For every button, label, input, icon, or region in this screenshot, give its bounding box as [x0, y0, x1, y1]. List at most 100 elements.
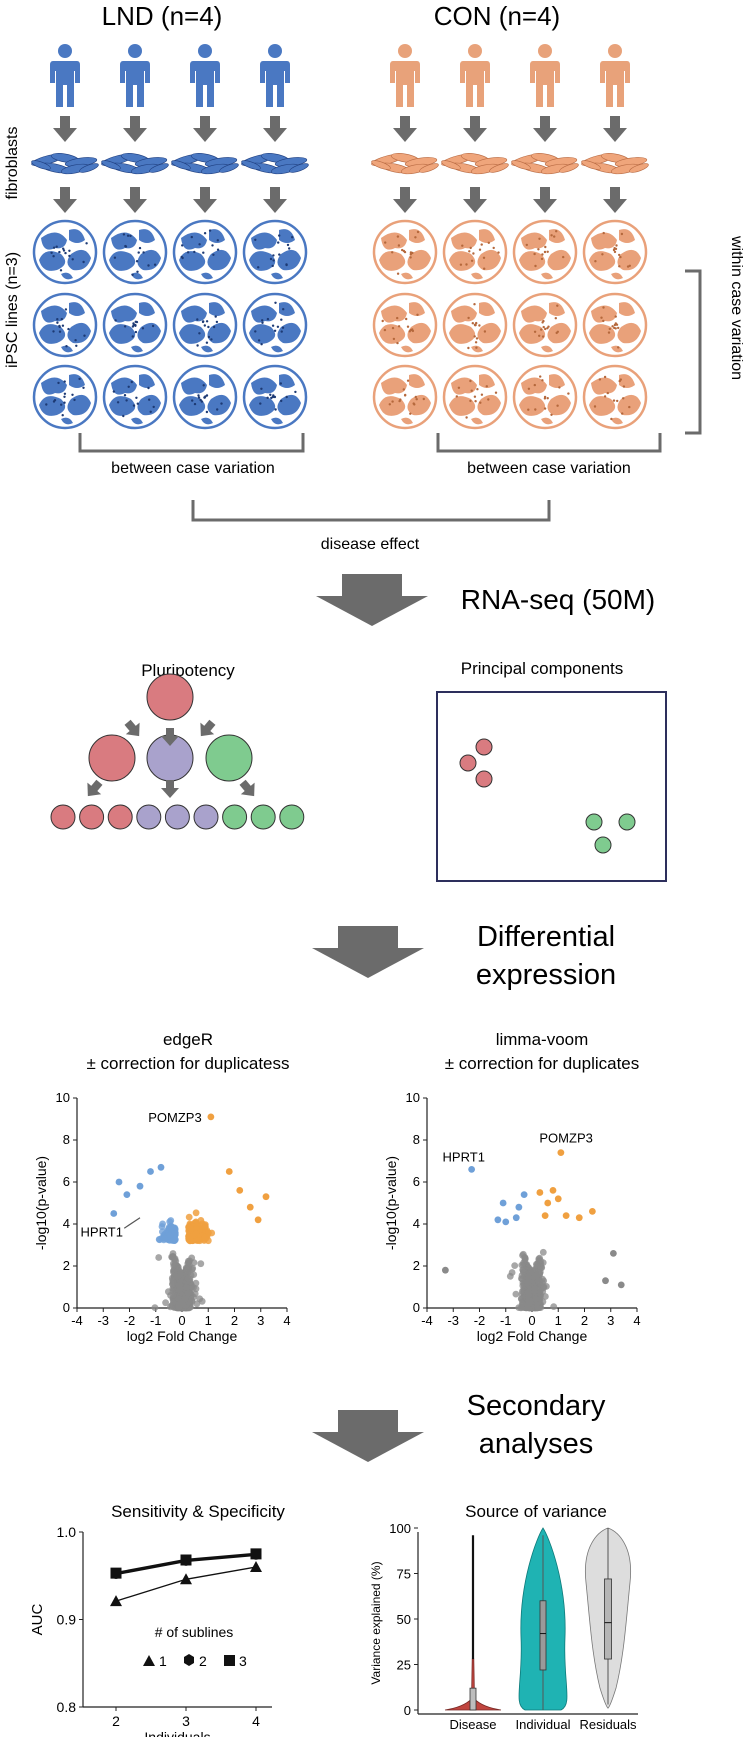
colony-nucleus: [617, 346, 620, 349]
colony-blob: [541, 272, 553, 280]
colony-nucleus: [384, 241, 387, 244]
colony-blob: [109, 251, 136, 271]
colony-nucleus: [281, 326, 285, 329]
colony-nucleus: [186, 251, 190, 254]
colony-blob: [279, 229, 295, 243]
colony-nucleus: [52, 330, 55, 333]
fibroblast-icon: [31, 153, 99, 175]
colony-nucleus: [457, 386, 461, 389]
colony-blob: [401, 345, 413, 353]
y-tick-label: 1.0: [57, 1524, 77, 1540]
colony-nucleus: [396, 341, 399, 345]
down-gene-point: [515, 1203, 523, 1211]
colony-blob: [139, 374, 155, 388]
colony-nucleus: [261, 319, 264, 322]
colony-nucleus: [397, 325, 401, 328]
colony-nucleus: [133, 323, 137, 327]
colony-blob: [541, 417, 553, 425]
y-tick-label: 0.8: [57, 1699, 77, 1715]
colony-nucleus: [279, 382, 282, 385]
ipsc-colony: [512, 219, 578, 285]
colony-blob: [279, 374, 295, 388]
colony-nucleus: [271, 264, 274, 268]
pluripotency-title: Pluripotency: [141, 661, 235, 680]
colony-nucleus: [406, 325, 410, 328]
colony-nucleus: [409, 328, 413, 332]
colony-nucleus: [131, 335, 134, 338]
colony-nucleus: [280, 330, 283, 333]
colony-nucleus: [147, 264, 150, 267]
colony-nucleus: [127, 385, 130, 388]
colony-nucleus: [541, 379, 544, 382]
colony-nucleus: [475, 321, 478, 325]
colony-blob: [381, 305, 407, 323]
up-gene-point: [562, 1212, 570, 1219]
arrow-head: [200, 722, 215, 737]
rnaseq-label: RNA-seq (50M): [461, 584, 655, 615]
between-case-label-left: between case variation: [111, 460, 275, 477]
pluripotency-tree: [50, 673, 305, 830]
colony-nucleus: [285, 395, 288, 399]
colony-blob: [379, 251, 406, 271]
colony-nucleus: [203, 232, 207, 235]
down-arrow-icon: [200, 719, 216, 737]
colony-nucleus: [134, 330, 138, 334]
colony-nucleus: [471, 322, 474, 325]
differentiated-cell-circle: [79, 804, 105, 830]
colony-nucleus: [132, 322, 135, 325]
colony-nucleus: [534, 264, 537, 268]
colony-nucleus: [257, 266, 260, 269]
colony-nucleus: [74, 339, 77, 342]
colony-nucleus: [129, 234, 132, 238]
y-tick-label: 10: [56, 1090, 70, 1105]
colony-nucleus: [215, 320, 219, 324]
colony-nucleus: [615, 244, 618, 247]
x-tick-label: 4: [252, 1713, 260, 1729]
down-gene-point: [161, 1234, 169, 1242]
down-arrow-icon: [533, 187, 557, 213]
fibroblast-icon: [241, 153, 309, 175]
colony-blob: [271, 417, 283, 425]
colony-nucleus: [391, 326, 395, 330]
within-case-bracket: [685, 269, 702, 435]
colony-nucleus: [391, 400, 394, 403]
hprt1-label: HPRT1: [81, 1224, 123, 1239]
down-arrow-icon: [161, 780, 179, 798]
gene-point: [519, 1252, 526, 1259]
colony-blob: [617, 322, 641, 344]
colony-nucleus: [553, 235, 556, 238]
colony-nucleus: [527, 387, 531, 390]
ipsc-colony: [372, 292, 438, 358]
colony-blob: [209, 302, 225, 316]
colony-nucleus: [533, 330, 537, 333]
differentiated-cell-circle: [193, 804, 219, 830]
colony-nucleus: [416, 230, 420, 234]
colony-nucleus: [60, 317, 63, 321]
y-tick-label: 8: [413, 1132, 420, 1147]
colony-nucleus: [205, 341, 209, 344]
colony-nucleus: [467, 316, 470, 320]
colony-nucleus: [476, 388, 479, 391]
edger-title-2: ± correction for duplicatess: [86, 1054, 289, 1073]
colony-nucleus: [55, 245, 58, 248]
y-tick-label: 10: [406, 1090, 420, 1105]
fibroblast-cells: [31, 153, 649, 175]
x-tick-label: -2: [124, 1313, 136, 1328]
colony-blob: [67, 322, 91, 344]
colony-nucleus: [56, 318, 59, 321]
colony-nucleus: [202, 320, 205, 323]
colony-blob: [401, 417, 413, 425]
colony-nucleus: [214, 315, 217, 318]
colony-nucleus: [600, 316, 603, 319]
colony-blob: [277, 249, 301, 271]
colony-blob: [451, 305, 477, 323]
colony-nucleus: [147, 386, 150, 390]
fibroblast-cell: [511, 160, 531, 170]
down-arrow-icon: [193, 116, 217, 142]
colony-nucleus: [58, 324, 61, 328]
colony-nucleus: [138, 246, 142, 250]
x-tick-label: 0: [528, 1313, 535, 1328]
down-gene-point: [166, 1231, 174, 1239]
colony-nucleus: [65, 345, 68, 348]
gene-point: [151, 1304, 159, 1311]
